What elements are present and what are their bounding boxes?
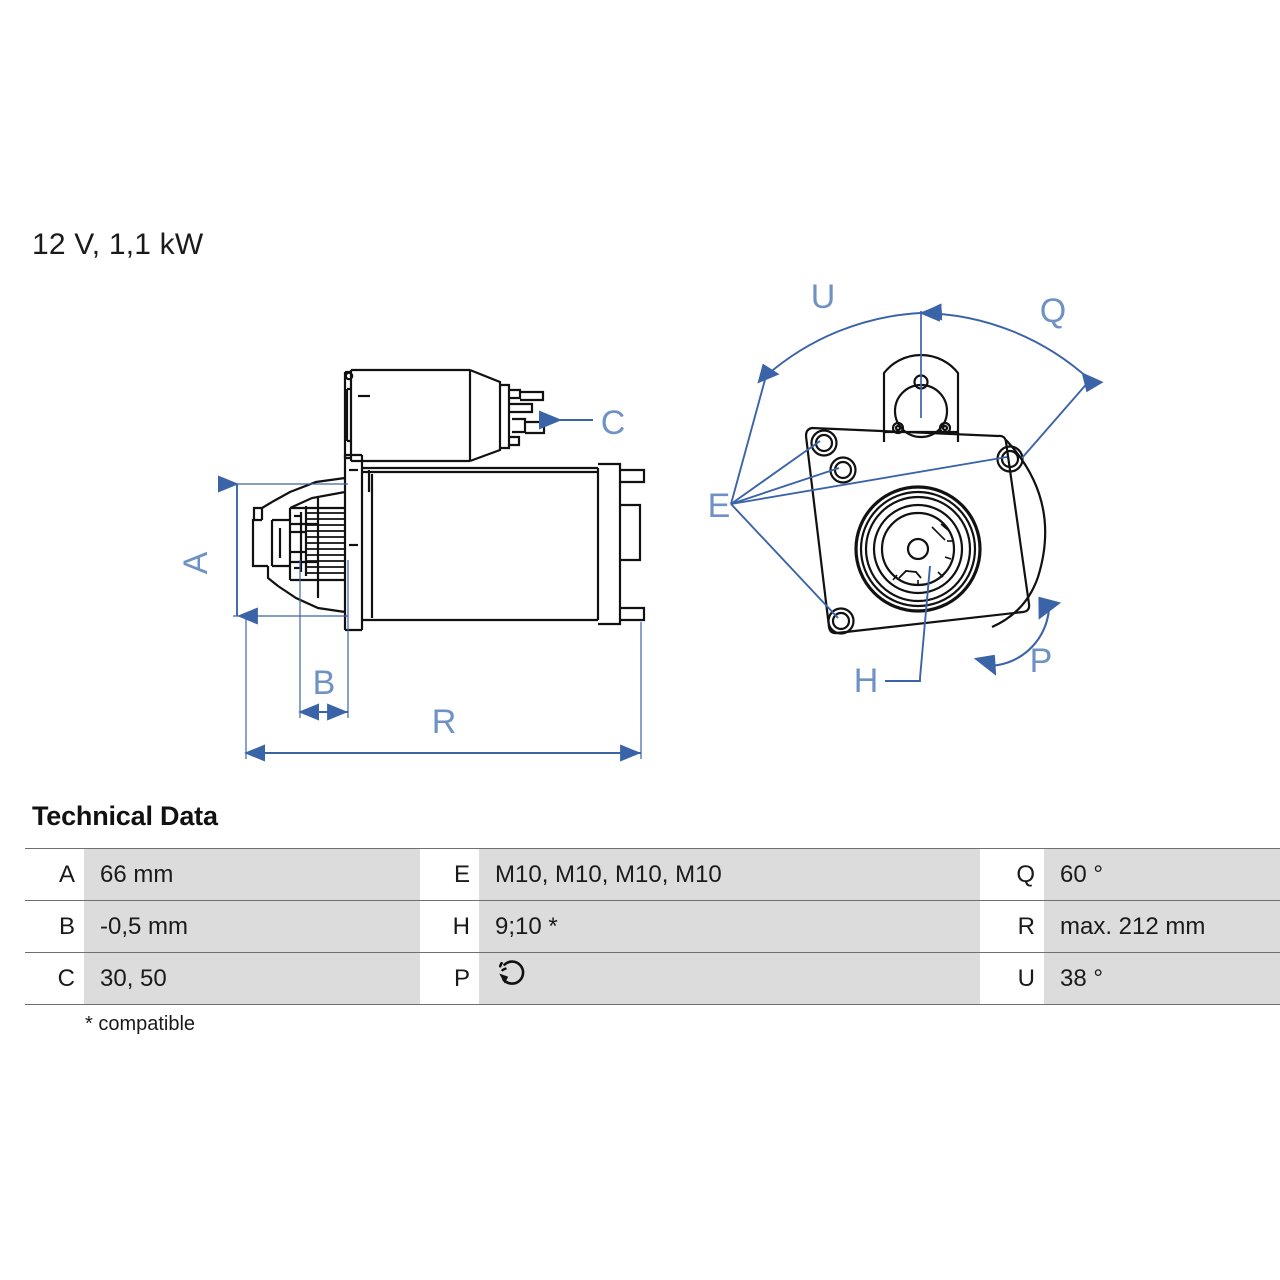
tech-key-r: R [980,900,1044,953]
dimension-label-R: R [432,703,457,741]
table-row: B -0,5 mm H 9;10 * R max. 212 mm [25,900,1280,953]
table-row: C 30, 50 P U 38 ° [25,952,1280,1005]
tech-value-p [479,952,980,1005]
tech-value-q: 60 ° [1044,848,1280,901]
rotation-counterclockwise-icon [495,957,529,998]
table-row: A 66 mm E M10, M10, M10, M10 Q 60 ° [25,848,1280,901]
tech-value-e: M10, M10, M10, M10 [479,848,980,901]
dimension-label-Q: Q [1040,292,1066,330]
front-view-labels: U Q E H P [708,278,1067,700]
tech-key-c: C [25,952,84,1005]
dimension-label-P: P [1030,642,1053,680]
technical-drawings: A B C R [177,278,1104,762]
tech-key-h: H [420,900,479,953]
dimension-label-U: U [811,278,836,316]
front-view-dimensions [730,303,1104,682]
tech-key-a: A [25,848,84,901]
tech-value-a: 66 mm [84,848,420,901]
dimension-label-B: B [313,664,336,702]
dimension-label-C: C [601,404,626,442]
tech-value-u: 38 ° [1044,952,1280,1005]
tech-key-b: B [25,900,84,953]
dimension-label-A: A [177,551,215,574]
tech-value-c: 30, 50 [84,952,420,1005]
tech-key-e: E [420,848,479,901]
tech-key-u: U [980,952,1044,1005]
technical-data-table: A 66 mm E M10, M10, M10, M10 Q 60 ° B -0… [25,848,1280,1005]
page-title: 12 V, 1,1 kW [32,228,204,261]
tech-value-b: -0,5 mm [84,900,420,953]
front-view-drawing [804,353,1047,635]
dimension-label-E: E [708,487,731,525]
dimension-label-H: H [854,662,879,700]
side-view-drawing [251,368,646,632]
technical-data-heading: Technical Data [32,801,218,831]
side-view-labels: A B C R [177,404,625,741]
side-view-dimensions [218,410,642,762]
tech-value-h: 9;10 * [479,900,980,953]
tech-key-p: P [420,952,479,1005]
tech-value-r: max. 212 mm [1044,900,1280,953]
tech-key-q: Q [980,848,1044,901]
table-footnote: * compatible [85,1013,196,1035]
